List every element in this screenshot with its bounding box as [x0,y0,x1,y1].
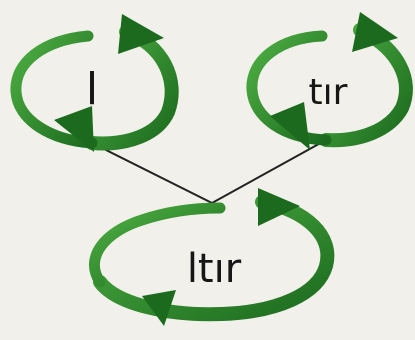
node-label-right: tır [309,72,348,113]
edge-left-bottom [91,142,213,204]
edge-right-bottom [211,139,327,204]
node-label-bottom: ltır [187,246,242,292]
circular-arrow-left-icon [10,14,179,152]
circular-arrow-right-icon [246,12,413,150]
node-label-left: l [86,64,98,115]
circular-arrow-bottom-icon [89,188,335,326]
